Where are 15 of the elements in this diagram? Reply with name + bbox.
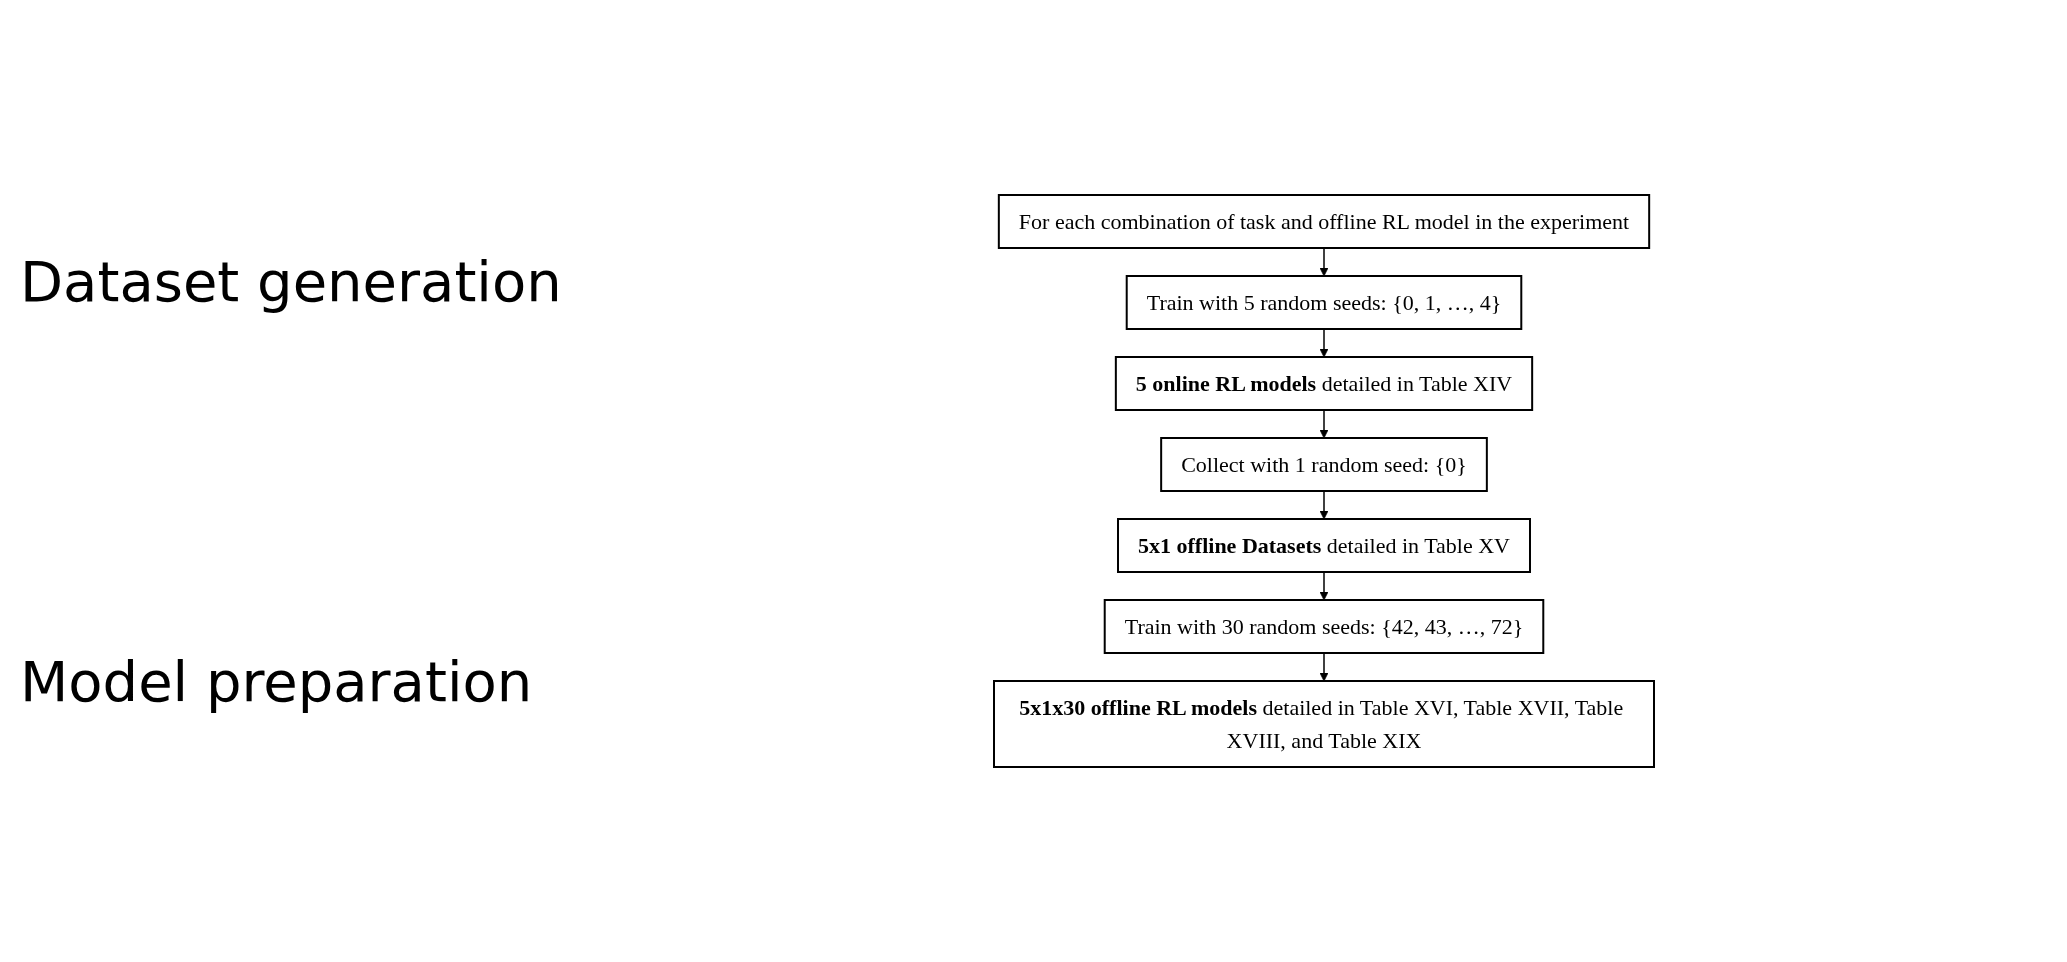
node-box: 5 online RL models detailed in Table XIV <box>1114 356 1533 411</box>
node-box: Train with 30 random seeds: {42, 43, …, 72} <box>1103 599 1544 654</box>
arrow <box>1319 571 1328 601</box>
arrow <box>1319 652 1328 682</box>
arrow <box>1319 490 1328 520</box>
node-box: Train with 5 random seeds: {0, 1, …, 4} <box>1125 275 1522 330</box>
section-label: Dataset generation <box>20 248 563 314</box>
node-box: Collect with 1 random seed: {0} <box>1159 437 1488 492</box>
node-box: For each combination of task and offline RL model in the experiment <box>997 194 1650 249</box>
arrow <box>1319 328 1328 358</box>
section-label: Model preparation <box>20 648 534 714</box>
node-box: 5x1x30 offline RL models detailed in Table XVI, Table XVII, Table XVIII, and Table XIX <box>992 680 1655 768</box>
arrow <box>1319 409 1328 439</box>
node-box: 5x1 offline Datasets detailed in Table XV <box>1116 518 1531 573</box>
arrow <box>1319 247 1328 277</box>
